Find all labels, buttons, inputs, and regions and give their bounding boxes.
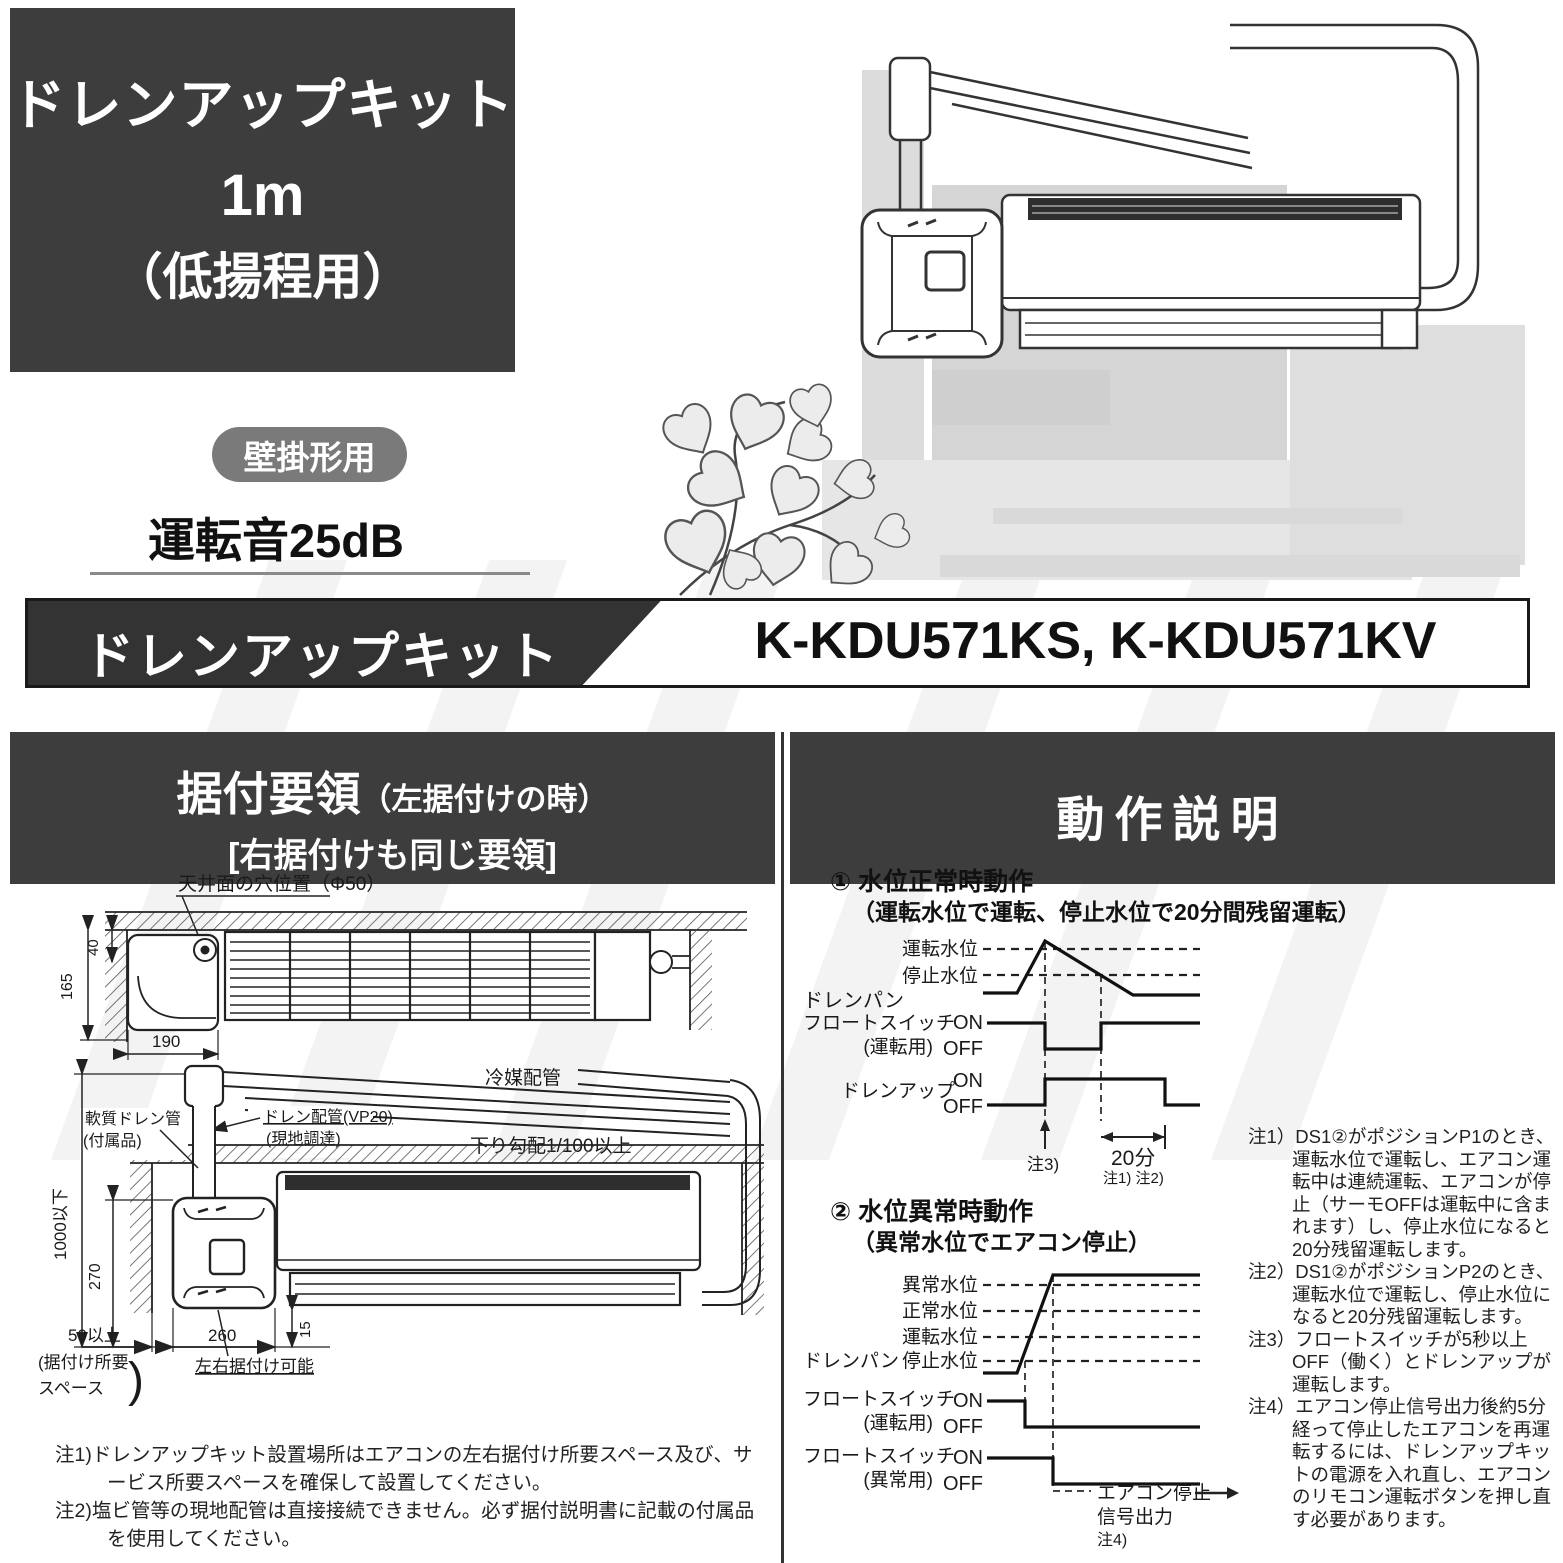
operation-note-4: 注4）エアコン停止信号出力後約5分経って停止したエアコンを再運転するには、ドレン…: [1248, 1396, 1560, 1531]
noise-level: 運転音25dB: [148, 514, 404, 567]
chart1-title: ① 水位正常時動作: [830, 868, 1034, 896]
product-length: 1m: [220, 163, 305, 228]
install-notes: 注1)ドレンアップキット設置場所はエアコンの左右据付け所要スペース及び、サービス…: [55, 1442, 760, 1554]
install-heading: 据付要領: [176, 768, 361, 820]
operation-note-4-text: エアコン停止信号出力後約5分経って停止したエアコンを再運転するには、ドレンアップ…: [1292, 1396, 1552, 1530]
chart2-float-run-off: OFF: [943, 1416, 983, 1438]
normal-operation-chart: ドレンパン 運転水位 停止水位 フロートスイッチ (運転用) ON OFF ドレ…: [803, 938, 1200, 1187]
operation-heading: 動作説明: [1056, 794, 1289, 847]
drainup-kit-box: [860, 208, 1004, 359]
chart1-drainup-off: OFF: [943, 1096, 983, 1118]
install-top-view-diagram: 天井面の穴位置（Φ50）: [59, 873, 747, 1060]
plant-illustration: [662, 383, 911, 596]
chart2-signal-note-ref: 注4): [1097, 1531, 1127, 1549]
operation-note-3-text: フロートスイッチが5秒以上OFF（働く）とドレンアップが運転します。: [1292, 1328, 1551, 1395]
product-type: （低揚程用）: [112, 249, 413, 305]
chart2-stop-level: 停止水位: [902, 1350, 978, 1372]
operation-note-3: 注3）フロートスイッチが5秒以上OFF（働く）とドレンアップが運転します。: [1248, 1329, 1560, 1397]
drain-pipe-label: ドレン配管(VP20): [263, 1108, 393, 1126]
dim-165: 165: [59, 973, 76, 1000]
chart1-note12-ref: 注1) 注2): [1103, 1170, 1164, 1187]
chart2-run-level: 運転水位: [902, 1326, 978, 1348]
chart2-float-abn-label: フロートスイッチ: [803, 1446, 955, 1467]
chart1-float-label: フロートスイッチ: [803, 1013, 955, 1034]
chart2-pan-label: ドレンパン: [803, 1351, 899, 1372]
operation-note-1: 注1）DS1②がポジションP1のとき、運転水位で運転し、エアコン運転中は連続運転…: [1248, 1126, 1560, 1261]
dim-190: 190: [152, 1032, 180, 1051]
chart2-title: ② 水位異常時動作: [830, 1198, 1034, 1226]
model-numbers: K-KDU571KS, K-KDU571KV: [754, 612, 1437, 670]
chart2-norm-level: 正常水位: [902, 1300, 978, 1322]
install-front-view-diagram: 冷媒配管 下り勾配1/100以上 ドレン配管(VP20) (現地調達) 軟質ドレ…: [38, 1059, 764, 1407]
dim-50: 50以上: [68, 1326, 121, 1345]
chart2-float-run-label: フロートスイッチ: [803, 1389, 955, 1410]
dim-270: 270: [87, 1263, 104, 1290]
operation-note-4-no: 注4）: [1248, 1396, 1296, 1417]
install-heading-paren: （左据付けの時）: [360, 782, 609, 817]
dim-1000: 1000以下: [51, 1188, 70, 1260]
chart1-pan-label: ドレンパン: [803, 990, 904, 1012]
model-bar-dark-slash: [28, 601, 661, 685]
wall-mount-badge: 壁掛形用: [212, 427, 407, 482]
install-heading-line2: [右据付けも同じ要領]: [228, 837, 557, 875]
soft-drain-label2: (付属品): [83, 1132, 142, 1150]
chart1-float-label2: (運転用): [863, 1036, 933, 1058]
operation-note-2-no: 注2）: [1248, 1261, 1296, 1282]
operation-notes: 注1）DS1②がポジションP1のとき、運転水位で運転し、エアコン運転中は連続運転…: [1248, 1126, 1560, 1531]
chart2-float-abn-label2: (異常用): [863, 1469, 933, 1491]
hole-position-label: 天井面の穴位置（Φ50）: [178, 873, 385, 895]
product-title-panel: ドレンアップキット 1m （低揚程用）: [10, 8, 515, 372]
chart2-float-abn-on: ON: [953, 1447, 983, 1469]
install-note-2-no: 注2): [55, 1500, 92, 1522]
operation-note-3-no: 注3）: [1248, 1328, 1296, 1350]
dim-15: 15: [297, 1321, 314, 1338]
chart2-signal-label1: エアコン停止: [1097, 1482, 1211, 1504]
abnormal-operation-chart: ドレンパン 異常水位 正常水位 運転水位 停止水位 フロートスイッチ (運転用)…: [803, 1273, 1239, 1549]
piping: [888, 23, 1480, 312]
product-title: ドレンアップキット: [10, 74, 515, 136]
model-bar-product-name: ドレンアップキット: [83, 628, 561, 685]
install-note-1: 注1)ドレンアップキット設置場所はエアコンの左右据付け所要スペース及び、サービス…: [55, 1442, 760, 1497]
chart2-float-run-label2: (運転用): [863, 1412, 933, 1434]
install-note-2: 注2)塩ビ管等の現地配管は直接接続できません。必ず据付説明書に記載の付属品を使用…: [55, 1498, 760, 1553]
chart2-float-run-on: ON: [953, 1390, 983, 1412]
chart1-duration: 20分: [1111, 1147, 1155, 1170]
install-note-1-no: 注1): [55, 1444, 92, 1466]
chart2-signal-label2: 信号出力: [1097, 1506, 1173, 1528]
chart1-stop-level-label: 停止水位: [902, 965, 978, 987]
operation-note-2-text: DS1②がポジションP2のとき、運転水位で運転し、停止水位になると20分残留運転…: [1292, 1261, 1555, 1327]
dim-260: 260: [208, 1326, 236, 1345]
chart2-subtitle: （異常水位でエアコン停止）: [852, 1229, 1151, 1255]
model-bar: ドレンアップキット K-KDU571KS, K-KDU571KV: [25, 598, 1530, 688]
drain-pipe-label2: (現地調達): [266, 1130, 341, 1148]
space-note-line1: (据付け所要: [38, 1353, 129, 1372]
chart1-note3-ref: 注3): [1027, 1155, 1059, 1174]
install-note-2-text: 塩ビ管等の現地配管は直接接続できません。必ず据付説明書に記載の付属品を使用してく…: [91, 1500, 755, 1550]
chart1-run-level-label: 運転水位: [902, 938, 978, 960]
chart1-drainup-label: ドレンアップ: [841, 1080, 955, 1102]
noise-underline: [90, 572, 530, 575]
lr-install-note: 左右据付け可能: [195, 1357, 314, 1376]
chart2-abn-level: 異常水位: [902, 1274, 978, 1296]
chart1-drainup-on: ON: [953, 1070, 983, 1092]
ac-unit: [1000, 193, 1422, 350]
install-section-header: 据付要領（左据付けの時） [右据付けも同じ要領]: [10, 732, 775, 884]
column-divider: [781, 732, 784, 1563]
install-note-1-text: ドレンアップキット設置場所はエアコンの左右据付け所要スペース及び、サービス所要ス…: [91, 1444, 753, 1494]
operation-section-header: 動作説明: [790, 732, 1555, 884]
refrigerant-pipe-label: 冷媒配管: [485, 1067, 561, 1089]
chart2-float-abn-off: OFF: [943, 1473, 983, 1495]
operation-note-2: 注2）DS1②がポジションP2のとき、運転水位で運転し、停止水位になると20分残…: [1248, 1261, 1560, 1329]
chart1-float-on: ON: [953, 1012, 983, 1034]
operation-note-1-no: 注1）: [1248, 1126, 1296, 1147]
operation-note-1-text: DS1②がポジションP1のとき、運転水位で運転し、エアコン運転中は連続運転、エア…: [1292, 1126, 1555, 1260]
soft-drain-label: 軟質ドレン管: [85, 1110, 181, 1128]
chart1-subtitle: （運転水位で運転、停止水位で20分間残留運転）: [852, 899, 1361, 925]
space-note-paren: ): [128, 1354, 144, 1407]
chart1-float-off: OFF: [943, 1038, 983, 1060]
space-note-line2: スペース: [38, 1379, 104, 1398]
hero-illustration: [662, 23, 1525, 596]
